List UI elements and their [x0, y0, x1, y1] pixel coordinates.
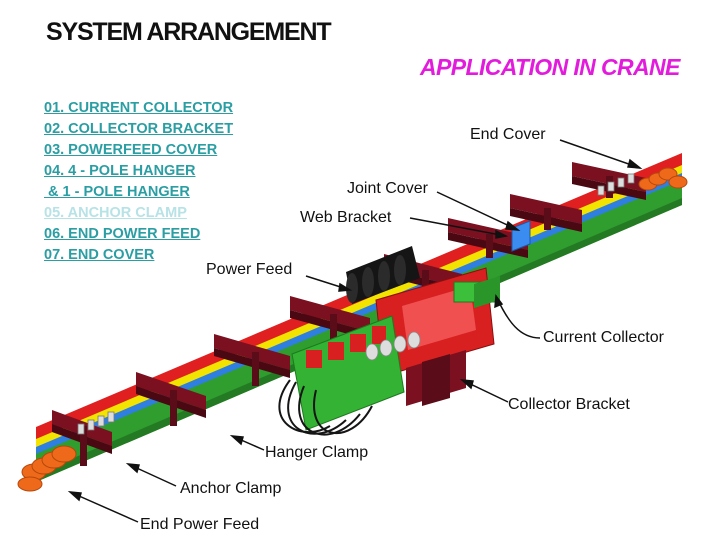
parts-list: 01. CURRENT COLLECTOR 02. COLLECTOR BRAC… — [44, 98, 233, 266]
callout-end-power-feed: End Power Feed — [140, 516, 260, 533]
collector-cables — [278, 379, 373, 436]
callout-hanger-clamp: Hanger Clamp — [265, 444, 369, 461]
hanger-bracket — [510, 194, 582, 232]
parts-list-item-anchor-clamp[interactable]: 05. ANCHOR CLAMP — [44, 205, 187, 221]
parts-list-item-1-pole-hanger[interactable]: & 1 - POLE HANGER — [44, 184, 190, 200]
parts-list-item-current-collector[interactable]: 01. CURRENT COLLECTOR — [44, 100, 234, 116]
callout-anchor-clamp: Anchor Clamp — [180, 480, 282, 497]
callout-power-feed: Power Feed — [206, 261, 293, 278]
anchor-clamps — [77, 173, 635, 435]
end-cover-caps — [638, 167, 688, 191]
parts-list-item-end-cover[interactable]: 07. END COVER — [44, 247, 155, 263]
hanger-bracket — [214, 334, 290, 386]
hanger-bracket — [448, 218, 528, 258]
parts-list-item-powerfeed-cover[interactable]: 03. POWERFEED COVER — [44, 142, 218, 158]
parts-list-item-collector-bracket[interactable]: 02. COLLECTOR BRACKET — [44, 121, 234, 137]
parts-list-item-end-power-feed[interactable]: 06. END POWER FEED — [44, 226, 201, 242]
callout-end-cover: End Cover — [470, 126, 546, 143]
power-feed-cover — [346, 246, 420, 304]
parts-list-item-4-pole-hanger[interactable]: 04. 4 - POLE HANGER — [44, 163, 196, 179]
application-subtitle: APPLICATION IN CRANE — [420, 54, 680, 80]
collector-bracket — [406, 350, 466, 406]
page-title: SYSTEM ARRANGEMENT — [46, 18, 332, 46]
callout-joint-cover: Joint Cover — [347, 180, 428, 197]
current-collector-assembly — [291, 267, 500, 431]
end-power-feed-caps — [17, 445, 77, 492]
callout-web-bracket: Web Bracket — [300, 209, 392, 226]
hanger-bracket — [136, 372, 206, 426]
callout-collector-bracket: Collector Bracket — [508, 396, 630, 413]
callout-current-collector: Current Collector — [543, 329, 664, 346]
leader-lines — [67, 139, 643, 523]
